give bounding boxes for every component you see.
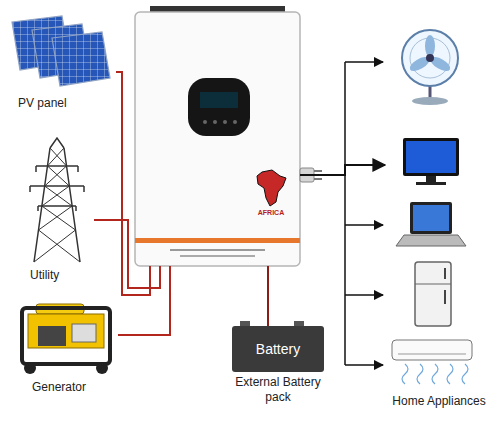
pv-panel-icon	[12, 16, 110, 86]
laptop-base	[396, 235, 466, 246]
orange-stripe	[135, 238, 300, 243]
button	[203, 120, 207, 124]
bracket-arrow	[345, 294, 383, 296]
airflow	[402, 364, 468, 384]
tower-arms	[30, 166, 84, 211]
tv-screen	[406, 141, 456, 173]
button	[233, 120, 237, 124]
node-label: Utility	[30, 268, 92, 282]
africa-logo	[257, 170, 286, 206]
control-panel	[72, 324, 96, 342]
laptop-screen	[413, 205, 449, 231]
bracket-line	[344, 62, 346, 365]
button	[223, 120, 227, 124]
fan-stand	[429, 86, 432, 98]
bracket-arrow	[345, 364, 383, 366]
node-label: Generator	[32, 380, 116, 394]
output-arrow	[300, 165, 385, 175]
tv-base	[416, 182, 446, 185]
bracket-arrow	[345, 61, 383, 63]
tv-icon	[403, 138, 459, 185]
power-wire	[118, 266, 170, 335]
node-label: AFRICA	[251, 208, 291, 217]
wheel	[24, 362, 36, 374]
tower-braces	[34, 148, 80, 262]
ac-unit	[392, 340, 472, 360]
utility-tower-icon	[30, 138, 84, 262]
generator-icon	[22, 304, 110, 374]
fan-base	[412, 97, 448, 105]
fine-print	[170, 249, 265, 251]
fan-hub	[426, 54, 434, 62]
generator-frame	[22, 308, 110, 364]
source-node: Generator	[18, 300, 118, 398]
lcd-screen	[200, 92, 238, 108]
battery-box: BatteryExternal Battery pack	[232, 326, 324, 372]
laptop-lid	[410, 202, 452, 234]
generator-body	[28, 314, 104, 348]
fridge-divider	[415, 284, 451, 285]
fridge-icon	[415, 262, 451, 326]
tv-frame	[403, 138, 459, 176]
node-caption: External Battery pack	[232, 375, 324, 405]
button	[213, 120, 217, 124]
source-node: Utility	[22, 140, 94, 288]
wheel	[96, 362, 108, 374]
tv-stand	[426, 176, 436, 182]
fridge-body	[415, 262, 451, 326]
node-label: PV panel	[18, 96, 104, 110]
inverter-housing	[135, 6, 300, 266]
fine-print	[180, 255, 255, 257]
power-wire	[94, 220, 160, 288]
engine-block	[38, 326, 66, 346]
inverter-body	[135, 12, 300, 266]
power-wire	[116, 72, 150, 295]
appliance-group: Home Appliances	[385, 22, 495, 414]
bracket-arrow	[345, 224, 383, 226]
laptop-icon	[396, 202, 466, 246]
source-node: PV panel	[8, 12, 116, 114]
node-label: Home Appliances	[385, 394, 493, 408]
solar-module	[52, 32, 110, 86]
node-label: Battery	[232, 339, 324, 359]
power-wire	[267, 266, 269, 326]
tower-legs	[34, 138, 80, 262]
air-conditioner-icon	[392, 340, 472, 384]
fan-blade	[425, 35, 435, 57]
inverter-node: AFRICA	[135, 12, 300, 266]
ac-vent	[398, 354, 466, 355]
display-bezel	[188, 78, 250, 136]
fan-guard	[402, 30, 458, 86]
fridge-handle	[444, 268, 446, 304]
distribution-bracket	[345, 62, 383, 365]
fan-icon	[402, 30, 458, 105]
